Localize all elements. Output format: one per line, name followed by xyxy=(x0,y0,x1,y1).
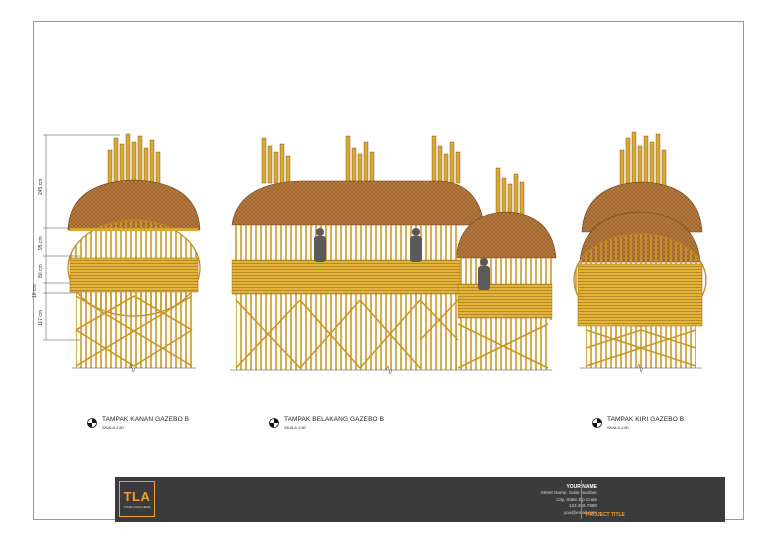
view-label-left: TAMPAK KIRI GAZEBO B SKALA 1:50 xyxy=(591,416,685,430)
dim-117: 117 cm xyxy=(38,310,44,326)
title-block-divider xyxy=(581,480,582,519)
view-scale: SKALA 1:50 xyxy=(607,424,629,430)
city-address: City, State Zip Code xyxy=(556,496,597,502)
view-title: TAMPAK KIRI GAZEBO B xyxy=(607,416,685,423)
phone-number: 123.456.7890 xyxy=(568,503,597,509)
project-title: PROJECT TITLE xyxy=(586,512,625,518)
logo-subtext: YOUR LOGO HERE xyxy=(123,504,151,509)
view-scale: SKALA 1:50 xyxy=(102,424,124,430)
section-marker-icon xyxy=(269,418,279,428)
email-address: you@email.com xyxy=(541,510,597,516)
section-marker-icon xyxy=(87,418,97,428)
dim-10: 10 cm xyxy=(32,284,38,298)
dim-95: 95 cm xyxy=(38,236,44,250)
rear-elevation xyxy=(230,135,557,375)
dim-80: 80 cm xyxy=(38,264,44,278)
logo-text: TLA xyxy=(123,488,151,504)
title-block: TLA YOUR LOGO HERE YOUR NAME Street Name… xyxy=(115,477,725,522)
view-label-right: TAMPAK KANAN GAZEBO B SKALA 1:50 xyxy=(86,416,190,430)
section-marker-icon xyxy=(592,418,602,428)
company-logo: TLA YOUR LOGO HERE xyxy=(119,481,155,517)
dimension-labels: 245 cm 95 cm 80 cm 10 cm 117 cm xyxy=(32,179,44,326)
right-elevation xyxy=(43,133,201,373)
view-scale: SKALA 1:50 xyxy=(284,424,306,430)
dim-245: 245 cm xyxy=(38,179,44,195)
left-elevation xyxy=(573,131,707,373)
view-title: TAMPAK BELAKANG GAZEBO B xyxy=(284,416,385,423)
view-label-rear: TAMPAK BELAKANG GAZEBO B SKALA 1:50 xyxy=(268,416,385,430)
view-title: TAMPAK KANAN GAZEBO B xyxy=(102,416,190,423)
street-address: Street Name, Suite Number xyxy=(540,490,597,496)
